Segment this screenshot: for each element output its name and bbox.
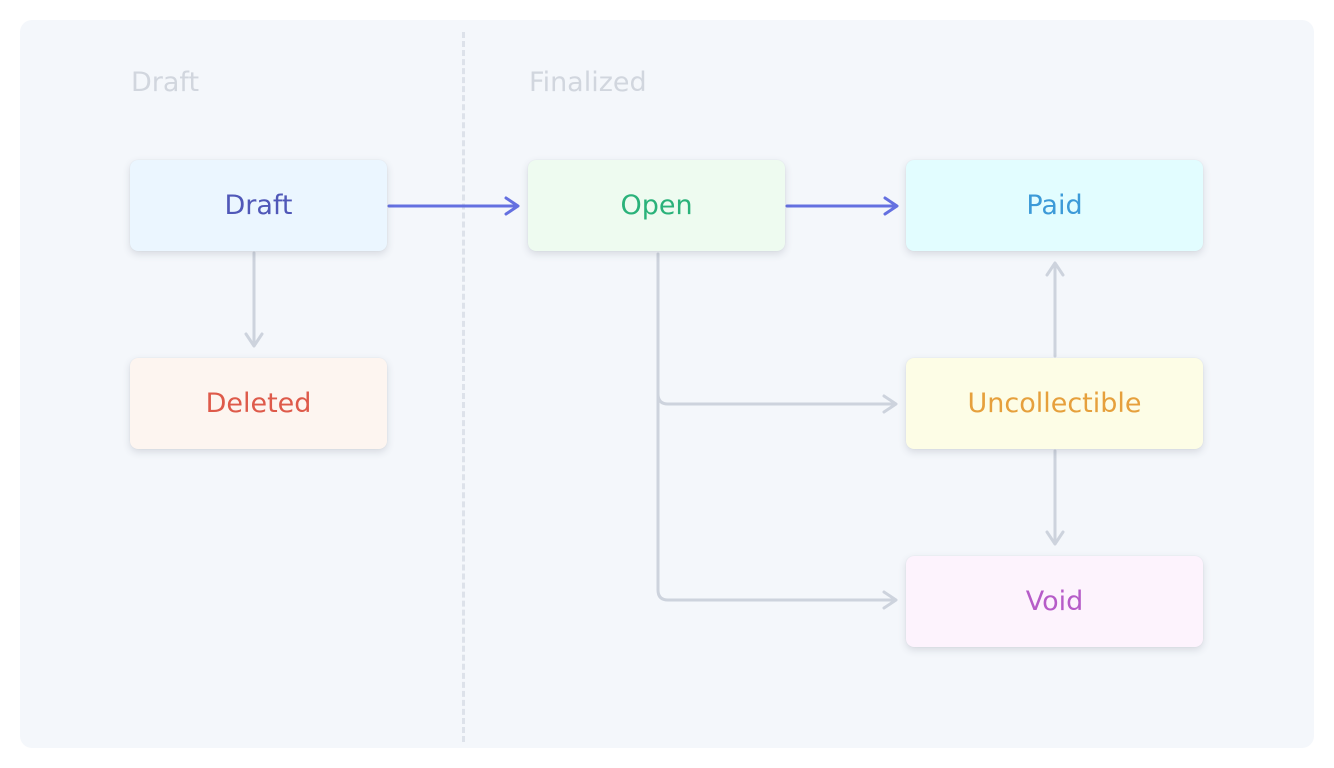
section-label-draft: Draft: [131, 67, 200, 98]
state-label-draft: Draft: [224, 189, 293, 221]
state-label-void: Void: [1025, 585, 1084, 617]
state-draft: Draft: [130, 160, 387, 251]
state-uncollectible: Uncollectible: [906, 358, 1203, 449]
state-open: Open: [528, 160, 785, 251]
state-deleted: Deleted: [130, 358, 387, 449]
section-label-finalized: Finalized: [529, 67, 647, 98]
state-label-paid: Paid: [1026, 189, 1083, 221]
state-label-open: Open: [620, 189, 693, 221]
state-paid: Paid: [906, 160, 1203, 251]
section-divider: [462, 32, 465, 742]
state-void: Void: [906, 556, 1203, 647]
state-label-deleted: Deleted: [205, 387, 312, 419]
state-label-uncollectible: Uncollectible: [967, 387, 1142, 419]
